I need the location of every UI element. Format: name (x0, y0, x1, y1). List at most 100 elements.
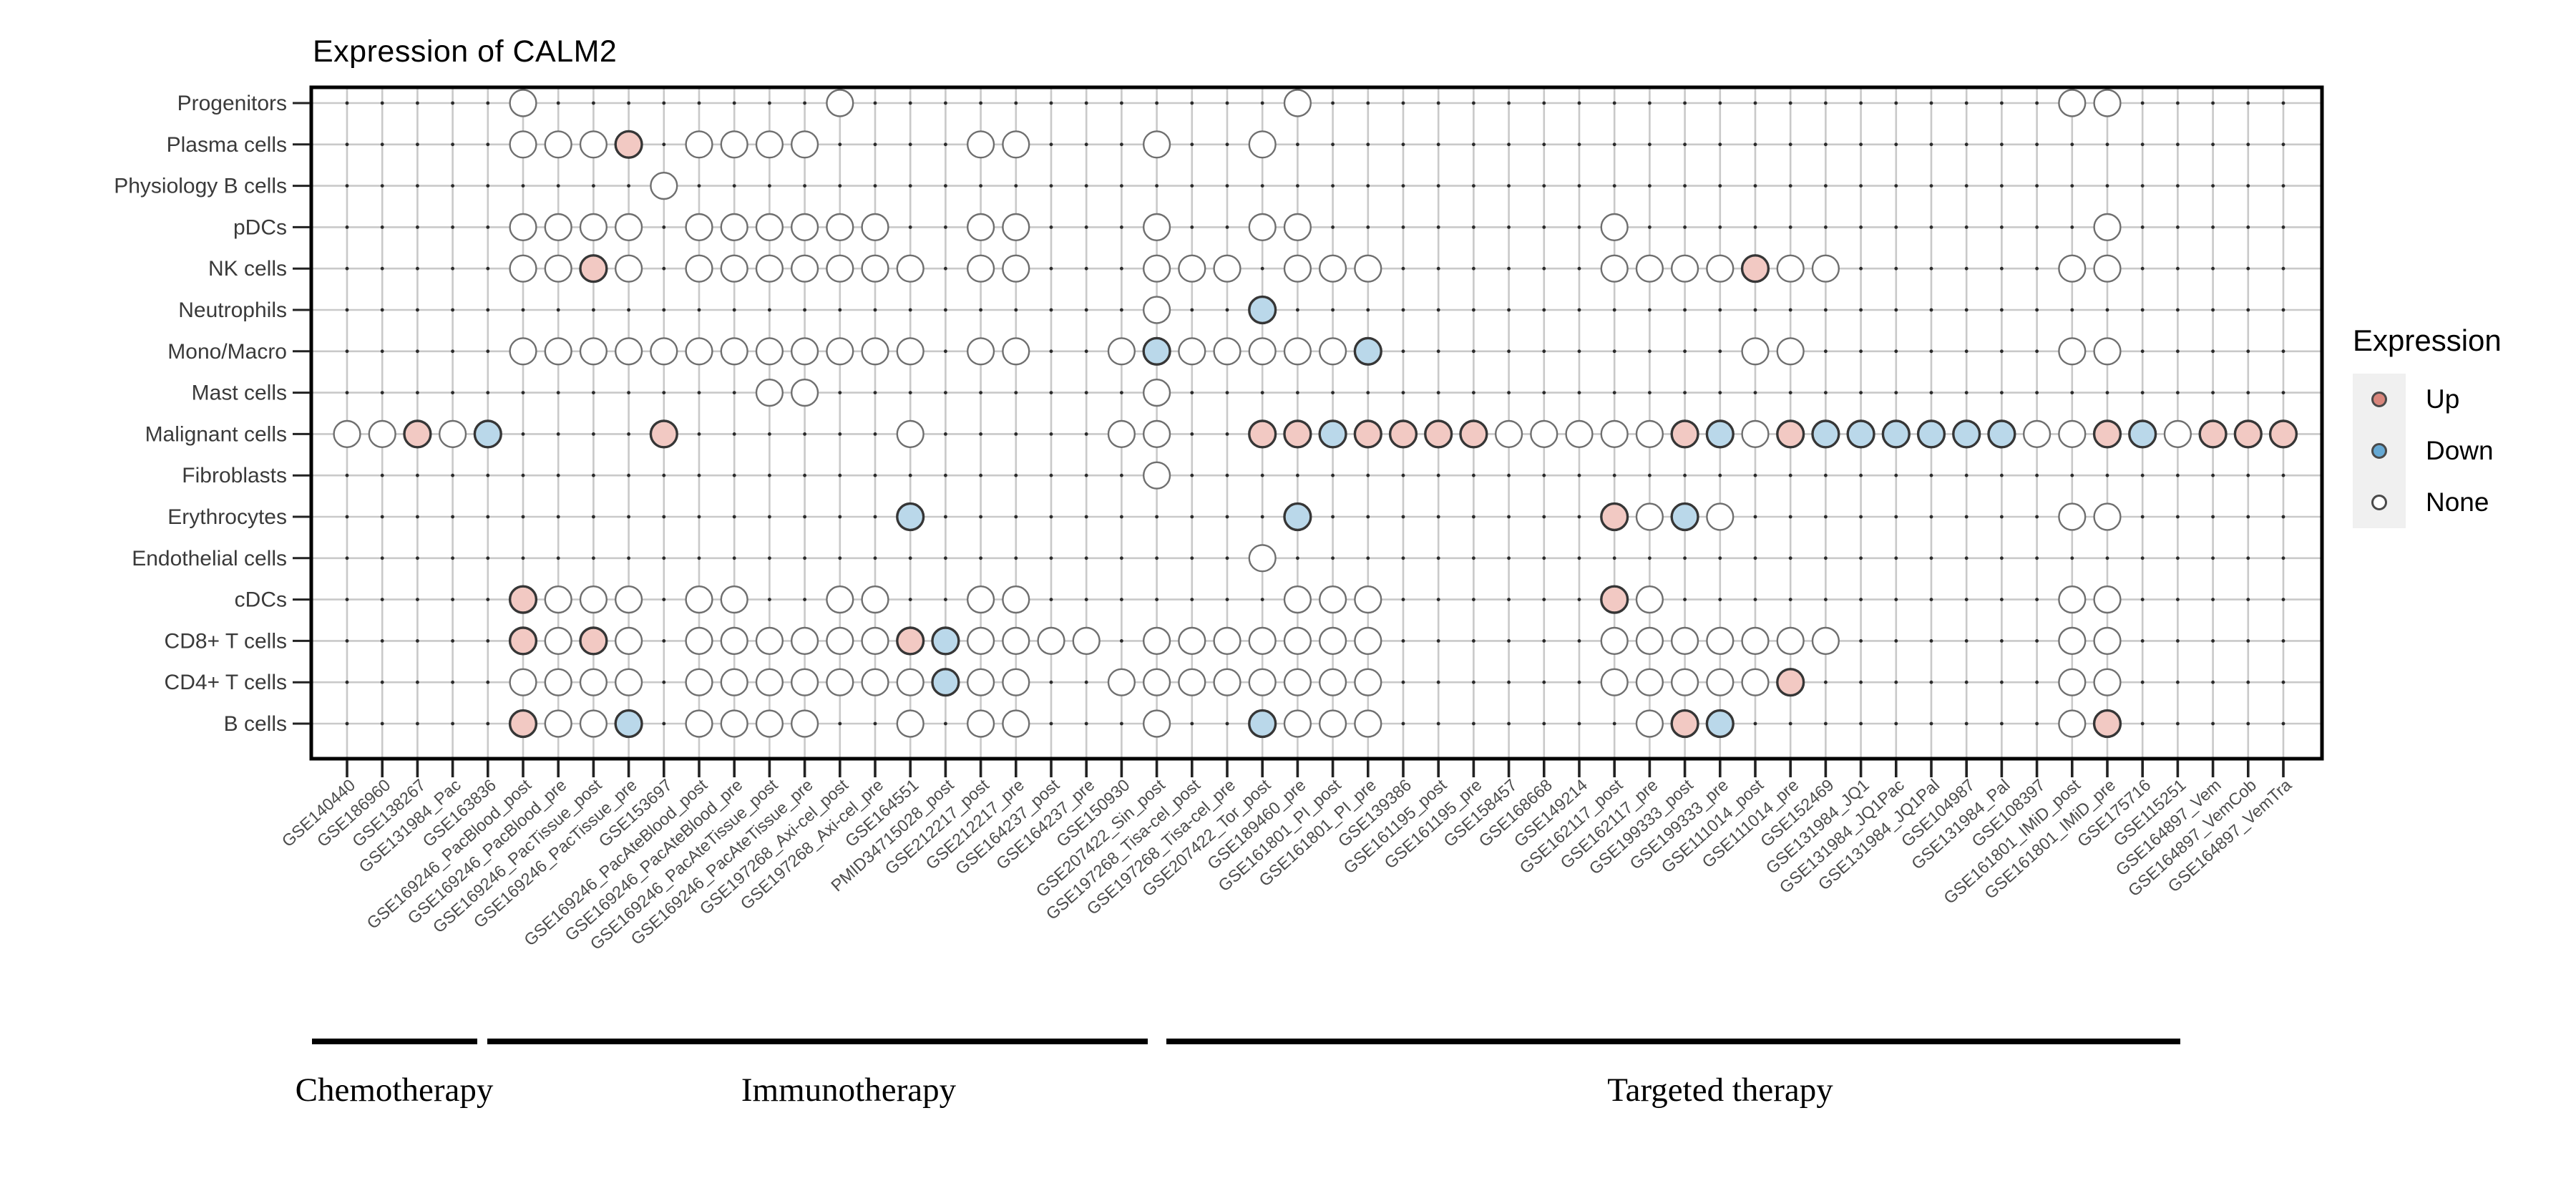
expression-dot (2058, 709, 2087, 738)
grid-intersection-dot (1225, 473, 1229, 477)
expression-dot (896, 502, 925, 532)
expression-dot (1283, 502, 1312, 532)
grid-intersection-dot (732, 473, 736, 477)
grid-intersection-dot (1049, 598, 1053, 601)
grid-intersection-dot (979, 308, 982, 312)
grid-intersection-dot (1014, 391, 1018, 394)
grid-intersection-dot (1120, 515, 1123, 519)
expression-dot (790, 254, 819, 283)
grid-intersection-dot (2281, 391, 2285, 394)
grid-intersection-dot (1260, 473, 1264, 477)
expression-dot (1776, 668, 1805, 697)
grid-intersection-dot (1507, 142, 1511, 147)
expression-dot (1318, 254, 1347, 283)
expression-dot (1811, 254, 1840, 283)
grid-intersection-dot (732, 432, 736, 436)
grid-intersection-dot (944, 598, 947, 601)
grid-intersection-dot (2211, 101, 2215, 105)
grid-intersection-dot (345, 515, 349, 519)
grid-intersection-dot (1049, 515, 1053, 519)
grid-intersection-dot (1190, 225, 1194, 229)
expression-dot (1600, 585, 1629, 614)
grid-intersection-dot (451, 473, 454, 477)
grid-intersection-dot (2140, 101, 2145, 105)
grid-intersection-dot (873, 721, 877, 726)
grid-intersection-dot (838, 391, 842, 394)
legend-item-none: None (2353, 477, 2567, 528)
expression-dot (755, 378, 784, 407)
expression-dot (2128, 419, 2157, 449)
expression-dot (1530, 419, 1558, 448)
grid-intersection-dot (345, 225, 349, 229)
grid-intersection-dot (451, 266, 454, 271)
expression-dot (1354, 254, 1382, 283)
grid-intersection-dot (1894, 391, 1898, 394)
grid-intersection-dot (1753, 391, 1757, 394)
grid-intersection-dot (1507, 515, 1511, 519)
grid-intersection-dot (1049, 101, 1053, 105)
expression-dot (720, 337, 748, 366)
row-label: Progenitors (177, 92, 287, 115)
expression-dot (1283, 254, 1312, 283)
grid-intersection-dot (2281, 308, 2285, 312)
grid-intersection-dot (2000, 266, 2004, 271)
grid-intersection-dot (662, 473, 666, 477)
grid-intersection-dot (1049, 391, 1053, 394)
grid-intersection-dot (1331, 142, 1335, 147)
expression-dot (1002, 668, 1030, 696)
grid-intersection-dot (521, 184, 525, 188)
grid-intersection-dot (486, 680, 490, 684)
grid-intersection-dot (486, 308, 490, 312)
grid-intersection-dot (697, 308, 701, 312)
expression-dot (2163, 419, 2192, 448)
grid-intersection-dot (1436, 721, 1440, 726)
expression-dot (2092, 709, 2122, 739)
expression-dot (1670, 419, 1699, 449)
grid-intersection-dot (1225, 308, 1229, 312)
grid-intersection-dot (1401, 142, 1405, 147)
expression-dot (1178, 668, 1206, 696)
expression-dot (755, 213, 784, 241)
grid-intersection-dot (1436, 680, 1440, 684)
grid-intersection-dot (1929, 349, 1933, 354)
grid-intersection-dot (1718, 598, 1722, 601)
expression-dot (1600, 254, 1629, 283)
expression-dot (579, 668, 608, 696)
expression-dot (896, 337, 924, 366)
expression-dot (2058, 502, 2087, 531)
grid-intersection-dot (2000, 225, 2004, 229)
grid-intersection-dot (1753, 515, 1757, 519)
grid-intersection-dot (2035, 473, 2039, 477)
grid-intersection-dot (1436, 556, 1440, 560)
expression-dot (544, 668, 572, 696)
expression-dot (333, 419, 361, 448)
grid-intersection-dot (2000, 639, 2004, 643)
expression-dot (861, 337, 889, 366)
group-label-chemotherapy: Chemotherapy (295, 1071, 494, 1109)
grid-intersection-dot (1929, 308, 1933, 312)
grid-intersection-dot (2281, 101, 2285, 105)
expression-dot (403, 419, 432, 449)
grid-intersection-dot (1084, 515, 1088, 519)
expression-dot (1142, 626, 1171, 655)
grid-intersection-dot (1507, 598, 1511, 601)
expression-dot (1741, 626, 1770, 655)
grid-intersection-dot (1577, 349, 1581, 354)
expression-dot (614, 337, 643, 366)
grid-intersection-dot (979, 432, 982, 436)
expression-dot (579, 254, 608, 283)
grid-intersection-dot (2281, 349, 2285, 354)
grid-intersection-dot (2000, 101, 2004, 105)
grid-intersection-dot (908, 473, 912, 477)
expression-dot (685, 585, 713, 614)
grid-intersection-dot (1401, 473, 1405, 477)
expression-dot (509, 213, 537, 241)
grid-intersection-dot (838, 556, 842, 560)
grid-intersection-dot (1753, 142, 1757, 147)
grid-intersection-dot (1084, 225, 1088, 229)
expression-dot (544, 709, 572, 738)
expression-dot (1635, 709, 1664, 738)
grid-intersection-dot (2140, 266, 2145, 271)
expression-dot (1072, 626, 1101, 655)
expression-dot (1776, 254, 1805, 283)
